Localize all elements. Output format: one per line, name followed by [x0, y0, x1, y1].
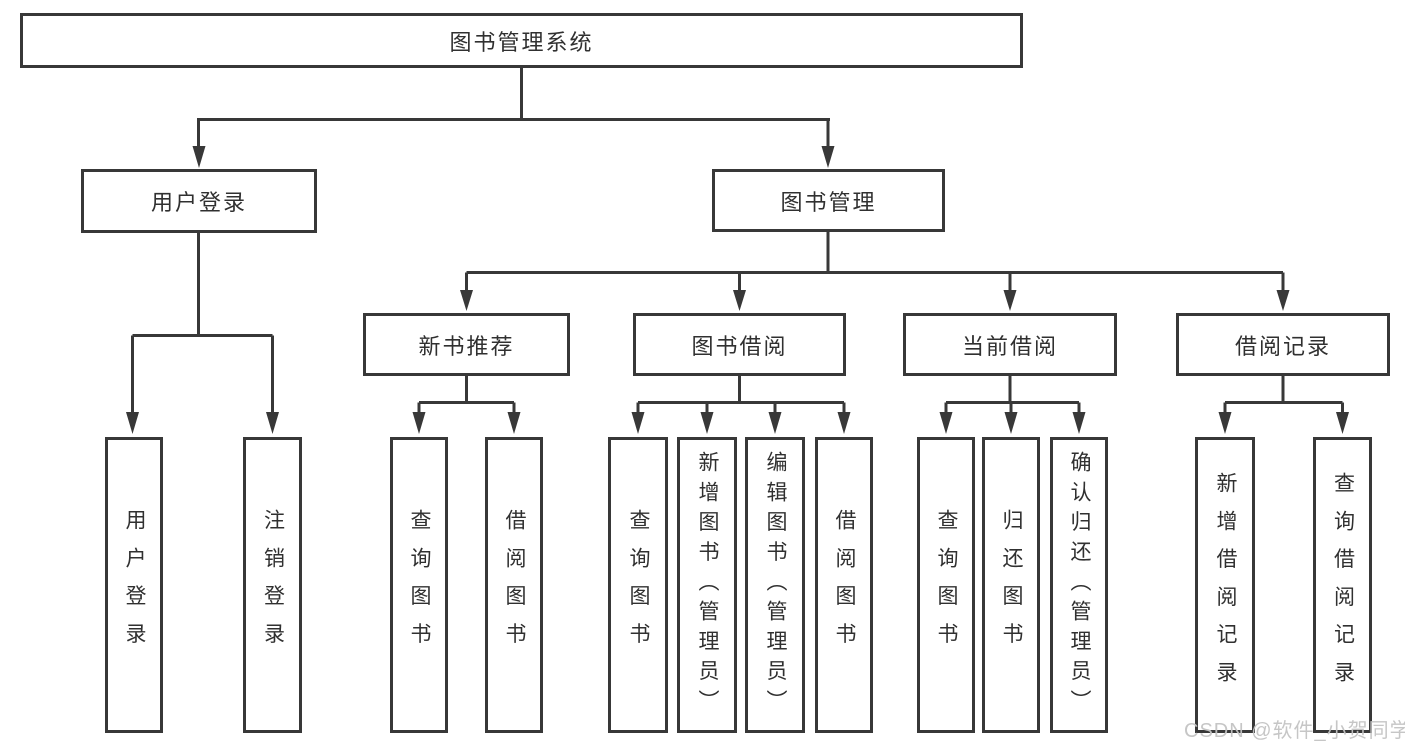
node-borrow-records: 借阅记录 [1176, 313, 1390, 376]
leaf-label: 借阅图书 [503, 509, 526, 661]
leaf-query-books: 查询图书 [917, 437, 975, 733]
leaf-logout: 注销登录 [243, 437, 302, 733]
leaf-label: 新增图书（管理员） [696, 450, 719, 720]
node-book-management: 图书管理 [712, 169, 945, 232]
node-book-borrow: 图书借阅 [633, 313, 846, 376]
node-current-borrow: 当前借阅 [903, 313, 1117, 376]
node-root-label: 图书管理系统 [449, 29, 594, 55]
leaf-query-borrow-record: 查询借阅记录 [1313, 437, 1372, 733]
node-label: 用户登录 [150, 190, 247, 215]
node-label: 图书借阅 [691, 333, 788, 359]
leaf-borrow-books: 借阅图书 [485, 437, 543, 733]
csdn-watermark: CSDN @软件_小贺同学 [1184, 720, 1405, 742]
leaf-return-book: 归还图书 [982, 437, 1040, 733]
leaf-label: 用户登录 [123, 509, 146, 661]
leaf-query-books: 查询图书 [608, 437, 668, 733]
node-new-book-recommend: 新书推荐 [363, 313, 570, 376]
leaf-label: 查询借阅记录 [1331, 471, 1355, 699]
leaf-label: 新增借阅记录 [1214, 471, 1237, 699]
leaf-query-books: 查询图书 [390, 437, 448, 733]
node-label: 当前借阅 [961, 333, 1058, 359]
node-label: 借阅记录 [1234, 333, 1331, 359]
leaf-add-book-admin: 新增图书（管理员） [677, 437, 737, 733]
leaf-label: 注销登录 [261, 509, 285, 661]
leaf-borrow-books: 借阅图书 [815, 437, 873, 733]
leaf-label: 借阅图书 [833, 509, 856, 661]
node-label: 新书推荐 [418, 333, 515, 359]
connector-lines [131, 68, 1344, 417]
leaf-confirm-return-admin: 确认归还（管理员） [1050, 437, 1108, 733]
node-root-library-system: 图书管理系统 [20, 13, 1023, 68]
leaf-label: 归还图书 [1000, 509, 1023, 661]
node-label: 图书管理 [780, 189, 877, 215]
arrowhead-icons [126, 146, 1349, 434]
leaf-add-borrow-record: 新增借阅记录 [1195, 437, 1255, 733]
leaf-label: 查询图书 [935, 509, 958, 661]
node-user-login: 用户登录 [81, 169, 317, 233]
leaf-label: 编辑图书（管理员） [764, 450, 787, 720]
leaf-label: 查询图书 [408, 509, 431, 661]
leaf-edit-book-admin: 编辑图书（管理员） [745, 437, 805, 733]
leaf-user-login: 用户登录 [105, 437, 163, 733]
leaf-label: 确认归还（管理员） [1068, 450, 1091, 720]
leaf-label: 查询图书 [627, 509, 650, 661]
